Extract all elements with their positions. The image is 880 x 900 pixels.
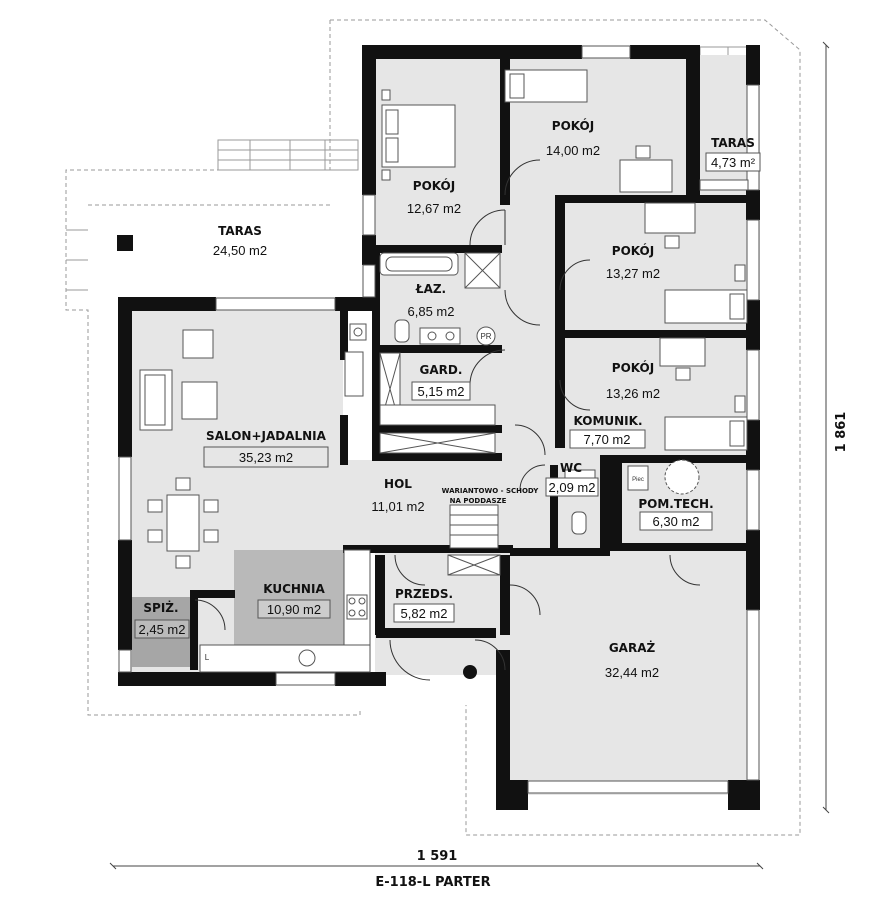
width-dimension: 1 591: [417, 849, 458, 864]
toilet-icon: [394, 319, 410, 343]
l-label: L: [205, 653, 210, 662]
room-name: TARAS: [711, 136, 755, 150]
room-name: PRZEDS.: [395, 587, 453, 601]
terrace-outlines: [65, 19, 801, 836]
tv-icon: [344, 351, 364, 397]
room-area: 13,26 m2: [606, 386, 660, 401]
height-dimension: 1 861: [834, 412, 849, 453]
walls: [118, 45, 760, 810]
pillar-icon: [117, 235, 133, 251]
room-area: 32,44 m2: [605, 665, 659, 680]
sink-icon: [298, 649, 316, 667]
room-name: WC: [560, 461, 582, 475]
stairs: [449, 504, 499, 549]
room-area: 13,27 m2: [606, 266, 660, 281]
toilet-icon: [571, 511, 587, 535]
room-labels: TARAS 24,50 m2 TARAS 4,73 m² POKÓJ 12,67…: [134, 118, 761, 680]
room-area: 2,45 m2: [139, 622, 186, 637]
pr-icon: [476, 326, 496, 346]
room-name: ŁAZ.: [415, 282, 446, 296]
desk-icon: [659, 337, 706, 367]
room-area: 5,15 m2: [418, 384, 465, 399]
furnace-icon: [627, 465, 649, 491]
kitchen-floor: [234, 550, 344, 645]
room-area: 7,70 m2: [584, 432, 631, 447]
room-area: 14,00 m2: [546, 143, 600, 158]
dimension-lines: [109, 41, 830, 870]
armchair-icon: [182, 329, 214, 359]
coffee-table-icon: [181, 381, 218, 420]
room-area: 24,50 m2: [213, 243, 267, 258]
room-name: SPIŻ.: [143, 600, 178, 615]
dining-table-icon: [166, 494, 200, 552]
room-name: POKÓJ: [552, 118, 594, 133]
room-name: GARAŻ: [609, 640, 656, 655]
desk-icon: [644, 202, 696, 234]
wardrobe: [379, 404, 496, 426]
kitchen-counter: [199, 644, 371, 673]
room-area: 6,30 m2: [653, 514, 700, 529]
plan-title: E-118-L PARTER: [375, 875, 490, 890]
room-name: POKÓJ: [612, 360, 654, 375]
room-area: 6,85 m2: [408, 304, 455, 319]
doors: [194, 159, 701, 681]
room-area: 10,90 m2: [267, 602, 321, 617]
pillar-icon: [463, 665, 477, 679]
room-name: POKÓJ: [413, 178, 455, 193]
room-name: KUCHNIA: [263, 582, 325, 596]
pr-label: PR: [480, 332, 491, 341]
room-area: 11,01 m2: [371, 499, 424, 514]
windows: [118, 45, 760, 794]
furniture: [139, 69, 748, 673]
desk-icon: [619, 159, 673, 193]
room-area: 5,82 m2: [401, 606, 448, 621]
room-area: 35,23 m2: [239, 450, 293, 465]
room-name: POKÓJ: [612, 243, 654, 258]
water-tank-icon: [664, 459, 700, 495]
stairs-note: WARIANTOWO - SCHODY: [442, 487, 540, 495]
room-name: KOMUNIK.: [573, 414, 642, 428]
piec-label: Piec: [632, 477, 644, 483]
stairs-note: NA PODDASZE: [450, 497, 507, 505]
room-area: 12,67 m2: [407, 201, 461, 216]
room-area: 2,09 m2: [549, 480, 596, 495]
room-name: SALON+JADALNIA: [206, 429, 327, 443]
room-name: GARD.: [420, 363, 463, 377]
room-name: HOL: [384, 477, 412, 491]
room-name: POM.TECH.: [638, 497, 713, 511]
room-name: TARAS: [218, 224, 262, 238]
room-area: 4,73 m²: [711, 155, 756, 170]
